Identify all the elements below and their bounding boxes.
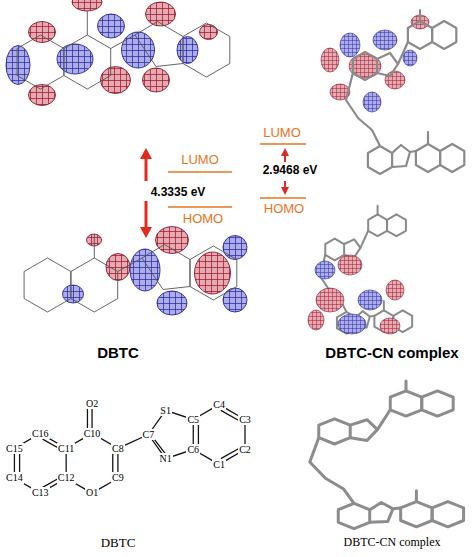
atom-label: C14 <box>5 472 24 484</box>
structure-caption: DBTC-CN complex <box>344 536 441 550</box>
skeletal-structure-part <box>20 439 113 487</box>
lumo-orbital-part <box>200 25 218 40</box>
panel-title: DBTC <box>97 344 139 361</box>
skeletal-structure-part <box>154 439 166 454</box>
complex-lumo-orbital <box>321 10 464 174</box>
panel-title: DBTC-CN complex <box>325 344 458 361</box>
atom-label: C2 <box>238 444 252 456</box>
gap-arrows-part <box>281 148 289 156</box>
atom-label: O2 <box>85 398 99 410</box>
energy-gap-value: 4.3335 eV <box>151 186 206 200</box>
energy-levels-part <box>260 197 306 199</box>
energy-gap-value: 2.9468 eV <box>263 164 318 178</box>
complex-lumo-orbital-part <box>363 92 381 112</box>
complex-lumo-orbital-part <box>346 10 464 174</box>
complex-homo-orbital <box>308 206 412 334</box>
atom-label: C8 <box>111 443 125 455</box>
atom-label: C12 <box>57 472 76 484</box>
complex-homo-orbital-part <box>338 314 366 334</box>
complex-homo-orbital-part <box>386 280 404 300</box>
lumo-orbital-part <box>17 11 230 89</box>
orbital-level-label: HOMO <box>264 202 304 217</box>
atom-label: C6 <box>186 444 200 456</box>
gap-arrows-part <box>145 156 148 230</box>
homo-orbital-part <box>223 236 247 260</box>
complex-lumo-orbital-part <box>385 71 405 89</box>
stick-model <box>310 381 464 529</box>
complex-lumo-orbital-part <box>321 48 339 72</box>
atom-label: N1 <box>159 453 173 465</box>
lumo-orbital-part <box>72 0 102 11</box>
gap-arrows-part <box>140 148 152 159</box>
gap-arrows-part <box>281 187 289 195</box>
skeletal-structure-part <box>198 410 239 458</box>
atom-label: O1 <box>85 487 99 499</box>
lumo-orbital-part <box>143 68 170 92</box>
atom-label: S1 <box>159 405 172 417</box>
homo-orbital <box>24 227 247 316</box>
atom-label: C13 <box>31 487 50 499</box>
lumo-orbital-part <box>57 44 93 74</box>
gap-arrows <box>140 148 289 238</box>
skeletal-structure <box>14 403 245 493</box>
complex-homo-orbital-part <box>308 310 324 330</box>
orbital-level-label: LUMO <box>263 126 301 141</box>
structure-caption: DBTC <box>101 536 136 551</box>
homo-orbital-part <box>156 227 189 254</box>
atom-label: C5 <box>186 414 200 426</box>
homo-orbital-part <box>24 234 237 312</box>
lumo-orbital-part <box>177 37 198 64</box>
atom-label: C11 <box>57 443 75 455</box>
atom-label: C1 <box>212 459 226 471</box>
gap-arrows-part <box>140 227 152 238</box>
complex-homo-orbital-part <box>358 290 382 310</box>
atom-label: C10 <box>83 428 102 440</box>
atom-label: C7 <box>142 429 156 441</box>
complex-lumo-orbital-part <box>340 33 360 57</box>
homo-orbital-part <box>223 288 247 312</box>
orbital-level-label: LUMO <box>181 153 219 168</box>
atom-label: C16 <box>31 428 50 440</box>
homo-orbital-part <box>195 252 231 294</box>
orbital-level-label: HOMO <box>183 212 223 227</box>
atom-label: C9 <box>111 472 125 484</box>
homo-orbital-part <box>63 285 84 303</box>
lumo-orbital-part <box>122 32 155 68</box>
complex-lumo-orbital-part <box>373 30 397 50</box>
stick-model-part <box>310 381 464 529</box>
energy-levels-part <box>168 206 232 208</box>
complex-homo-orbital-part <box>338 255 362 275</box>
homo-orbital-part <box>157 291 187 315</box>
energy-levels-part <box>260 143 306 145</box>
complex-homo-orbital-part <box>316 288 344 312</box>
lumo-orbital-part <box>98 14 125 38</box>
homo-orbital-part <box>130 249 160 291</box>
atom-label: C4 <box>212 399 226 411</box>
lumo-orbital-part <box>6 46 30 85</box>
energy-levels-part <box>168 171 232 173</box>
lumo-orbital-part <box>101 67 131 94</box>
complex-lumo-orbital-part <box>403 50 417 66</box>
complex-homo-orbital-part <box>315 261 335 279</box>
lumo-orbital-part <box>146 2 176 26</box>
lumo-orbital <box>6 0 230 106</box>
atom-label: C15 <box>5 443 24 455</box>
atom-label: C3 <box>238 414 252 426</box>
complex-homo-orbital-part <box>380 318 400 334</box>
